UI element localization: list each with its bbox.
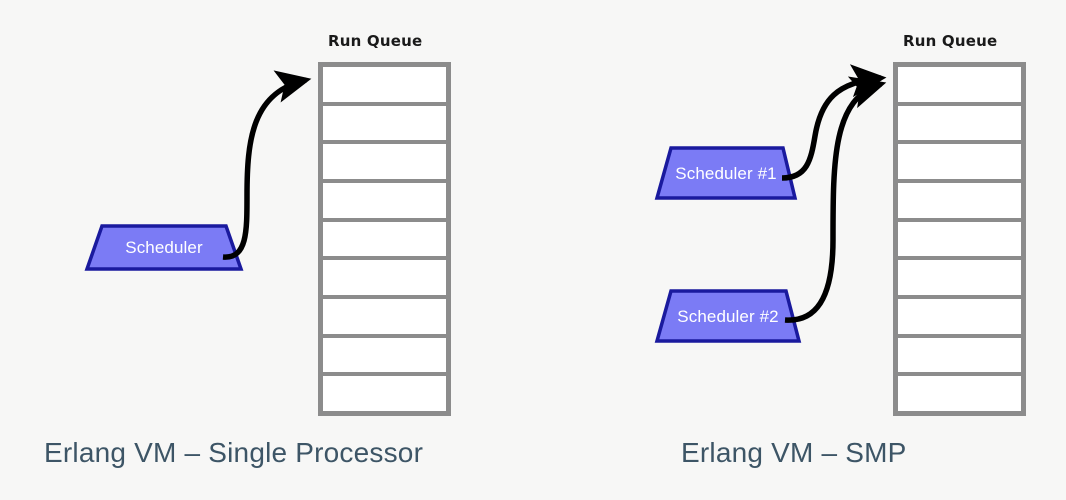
run-queue-cell	[898, 105, 1021, 141]
diagram-smp: Run Queue Scheduler #1 Scheduler #2	[533, 0, 1066, 500]
run-queue-cell	[323, 376, 446, 412]
run-queue-title: Run Queue	[328, 32, 423, 50]
run-queue-cell	[323, 221, 446, 257]
run-queue-cell	[323, 67, 446, 102]
run-queue-cell	[898, 260, 1021, 296]
scheduler-2-node[interactable]: Scheduler #2	[654, 289, 802, 343]
run-queue-cell	[898, 376, 1021, 412]
run-queue-cell	[323, 260, 446, 296]
run-queue-cell	[898, 67, 1021, 102]
diagram-single-processor: Run Queue Scheduler	[44, 32, 451, 468]
scheduler-label: Scheduler	[125, 238, 203, 257]
run-queue-cell	[323, 299, 446, 334]
scheduler-2-label: Scheduler #2	[677, 306, 779, 326]
run-queue-cell	[323, 105, 446, 141]
caption-smp: Erlang VM – SMP	[681, 437, 907, 468]
run-queue-cell	[898, 337, 1021, 373]
trapezoid-shape	[654, 289, 802, 343]
caption-single-processor: Erlang VM – Single Processor	[44, 437, 424, 468]
arrow-scheduler-2-to-queue	[784, 76, 887, 323]
run-queue-cell	[898, 183, 1021, 218]
scheduler-1-label: Scheduler #1	[675, 163, 777, 183]
run-queue	[318, 62, 451, 416]
run-queue-cell	[898, 221, 1021, 257]
scheduler-1-node[interactable]: Scheduler #1	[654, 146, 798, 200]
run-queue-cell	[898, 144, 1021, 180]
trapezoid-shape	[84, 224, 244, 271]
run-queue-cell	[323, 144, 446, 180]
run-queue-title: Run Queue	[903, 32, 998, 50]
run-queue-cell	[898, 299, 1021, 334]
run-queue-cell	[323, 183, 446, 218]
run-queue-cell	[323, 337, 446, 373]
scheduler-node[interactable]: Scheduler	[84, 224, 244, 271]
arrow-layer	[222, 70, 312, 260]
run-queue	[893, 62, 1026, 416]
